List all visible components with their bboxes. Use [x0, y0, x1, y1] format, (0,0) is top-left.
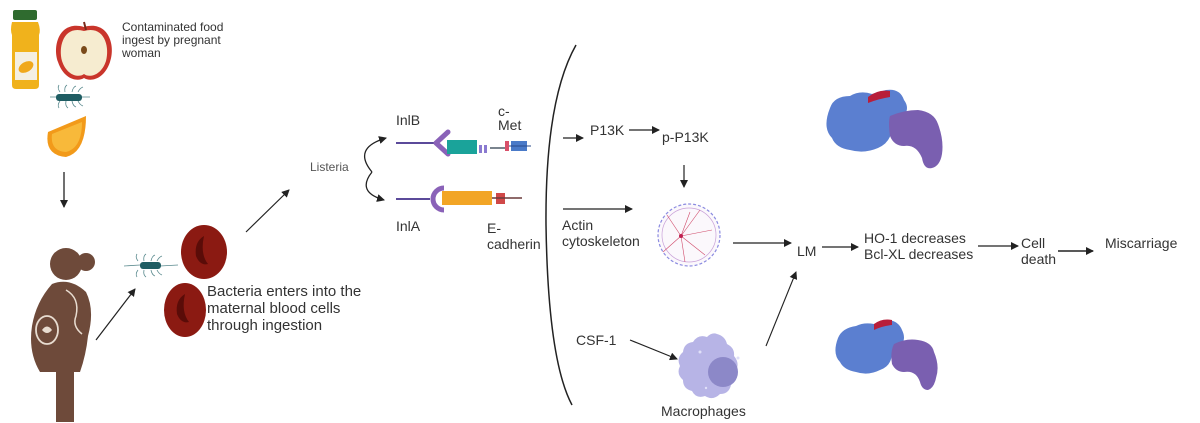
- inlb-label: InlB: [396, 112, 421, 128]
- cmet-label-line: c-: [498, 103, 510, 119]
- actin-cytoskeleton-icon: [657, 203, 721, 267]
- arrow-csf1-to-macrophage: [629, 339, 678, 361]
- red-blood-cell-icon: [164, 283, 206, 337]
- bacteria-caption: Bacteria enters into the maternal blood …: [207, 283, 361, 334]
- miscarriage-label: Miscarriage: [1105, 235, 1178, 251]
- arrow-macrophage-to-lm: [765, 271, 798, 347]
- macrophage-icon: [678, 333, 740, 399]
- food-caption: Contaminated food ingest by pregnant wom…: [122, 21, 223, 60]
- inla-label: InlA: [396, 218, 421, 234]
- cell-death-label-line: death: [1021, 251, 1057, 267]
- actin-label: Actin cytoskeleton: [562, 217, 640, 249]
- bracket-divider: [545, 44, 577, 406]
- protein-structure-icon: [835, 319, 938, 390]
- bacteria-caption-line: maternal blood cells: [207, 300, 341, 317]
- pp13k-label: p-P13K: [662, 129, 709, 145]
- apple-icon: [56, 21, 112, 80]
- inla-ecadherin-complex-icon: [396, 185, 522, 213]
- red-blood-cell-icon: [181, 225, 227, 279]
- ho1-label: HO-1 decreases: [864, 230, 966, 246]
- protein-structure-icon: [826, 89, 943, 169]
- arrow-listeria-to-inlb: [363, 136, 387, 173]
- actin-label-line: cytoskeleton: [562, 233, 640, 249]
- bacteria-caption-line: through ingestion: [207, 317, 323, 334]
- cmet-label-line: Met: [498, 117, 522, 133]
- food-caption-line: Contaminated food: [122, 20, 224, 34]
- arrow-woman-to-bacteria: [95, 288, 136, 341]
- inlb-cmet-complex-icon: [396, 129, 531, 157]
- food-caption-line: woman: [122, 46, 161, 60]
- bacterium-icon: [123, 253, 179, 278]
- cell-death-label: Cell death: [1021, 235, 1056, 267]
- ecadherin-label-line: cadherin: [487, 236, 541, 252]
- listeria-label: Listeria: [310, 160, 349, 174]
- arrow-listeria-to-inla: [365, 171, 385, 202]
- lm-label: LM: [797, 243, 817, 259]
- bacteria-caption-line: Bacteria enters into the: [207, 283, 362, 300]
- cmet-label: c- Met: [498, 104, 521, 132]
- arrow-to-listeria: [245, 189, 290, 233]
- actin-label-line: Actin: [562, 217, 594, 233]
- bacterium-icon: [50, 84, 90, 109]
- csf1-label: CSF-1: [576, 332, 617, 348]
- p13k-label: P13K: [590, 122, 625, 138]
- bclxl-label: Bcl-XL decreases: [864, 246, 974, 262]
- juice-bottle-icon: [11, 10, 40, 89]
- food-caption-line: ingest by pregnant: [122, 33, 221, 47]
- pregnant-woman-icon: [31, 248, 95, 422]
- ecadherin-label: E- cadherin: [487, 220, 541, 252]
- orange-slice-icon: [47, 116, 86, 157]
- ecadherin-label-line: E-: [487, 220, 501, 236]
- macrophages-label: Macrophages: [661, 403, 746, 419]
- cell-death-label-line: Cell: [1021, 235, 1046, 251]
